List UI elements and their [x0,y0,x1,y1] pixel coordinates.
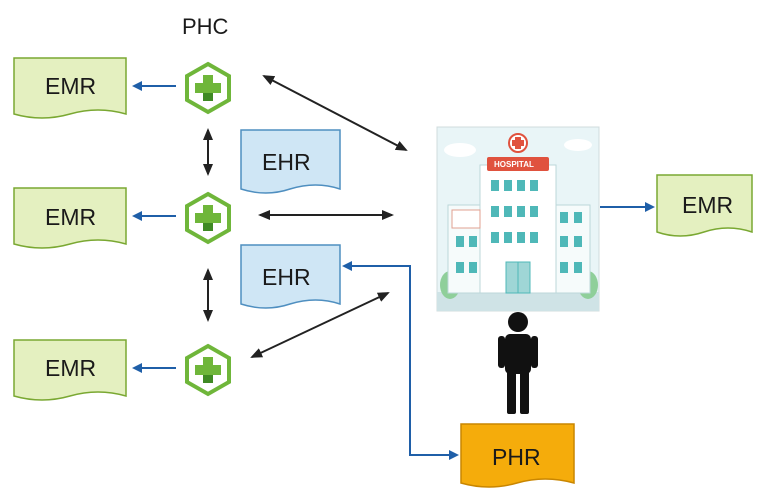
emr-label-2: EMR [45,204,96,230]
arrow-to-phr [409,290,459,460]
ehr-document-1: EHR [240,129,341,194]
emr-document-3: EMR [13,339,127,401]
emr-document-hospital: EMR [656,174,753,237]
emr-label-1: EMR [45,73,96,99]
phc-icon-2 [185,191,231,245]
emr-document-1: EMR [13,57,127,119]
ehr-label-2: EHR [262,264,311,290]
person-icon [498,312,538,414]
emr-document-2: EMR [13,187,127,249]
phc-icon-1 [185,61,231,115]
phr-label: PHR [492,444,541,470]
phr-document: PHR [460,423,575,488]
arrow-to-ehr [342,261,411,290]
ehr-label-1: EHR [262,149,311,175]
phc-title: PHC [182,14,229,39]
arrow-phc3-hospital [250,292,390,358]
hospital-icon: HOSPITAL [436,126,600,312]
ehr-document-2: EHR [240,244,341,309]
hospital-sign-text: HOSPITAL [494,160,534,169]
arrow-phc1-hospital [262,75,408,151]
emr-label-3: EMR [45,355,96,381]
phc-icon-3 [185,343,231,397]
emr-label-hospital: EMR [682,192,733,218]
